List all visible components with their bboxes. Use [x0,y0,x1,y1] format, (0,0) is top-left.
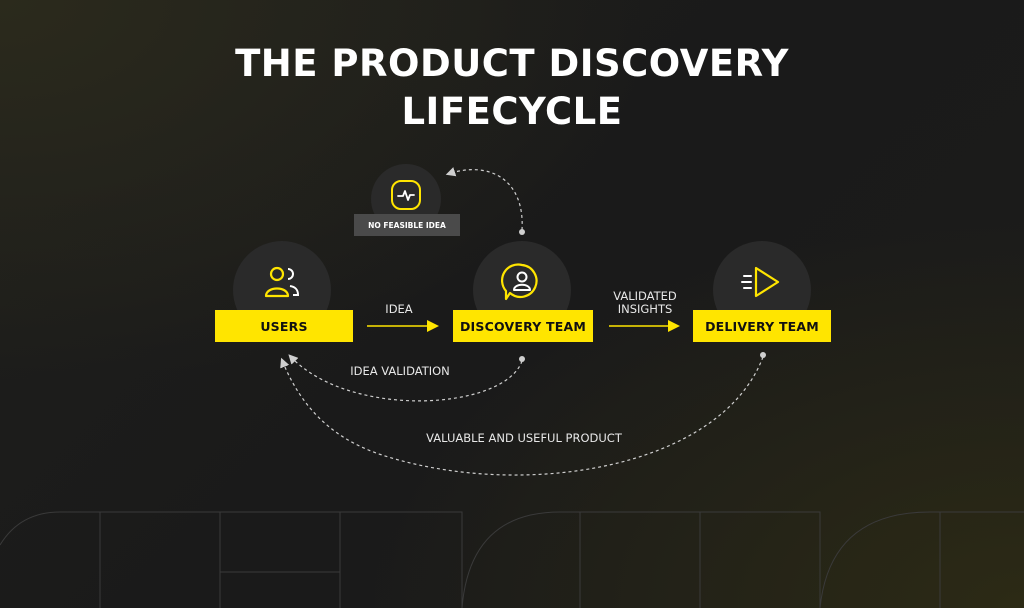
idea-label: IDEA [385,302,413,316]
idea-validation-arrow [288,354,523,402]
validated-line-2: INSIGHTS [617,302,673,316]
delivery-play-icon [741,266,780,298]
users-icon [264,266,300,298]
valuable-product-label: VALUABLE AND USEFUL PRODUCT [426,431,622,445]
pulse-icon [391,180,421,210]
idea-validation-label: IDEA VALIDATION [350,364,450,378]
users-node: USERS [215,310,353,342]
validated-line-1: VALIDATED [613,289,677,303]
no-feasible-idea-badge: NO FEASIBLE IDEA [354,214,460,236]
title-line-2: LIFECYCLE [401,90,623,133]
discovery-team-icon [501,263,538,301]
title-line-1: THE PRODUCT DISCOVERY [235,42,789,85]
valuable-product-arrow [280,356,764,476]
delivery-team-node: DELIVERY TEAM [693,310,831,342]
page-title: THE PRODUCT DISCOVERY LIFECYCLE [0,40,1024,136]
discovery-team-node: DISCOVERY TEAM [453,310,593,342]
validated-insights-label: VALIDATED INSIGHTS [596,290,694,316]
